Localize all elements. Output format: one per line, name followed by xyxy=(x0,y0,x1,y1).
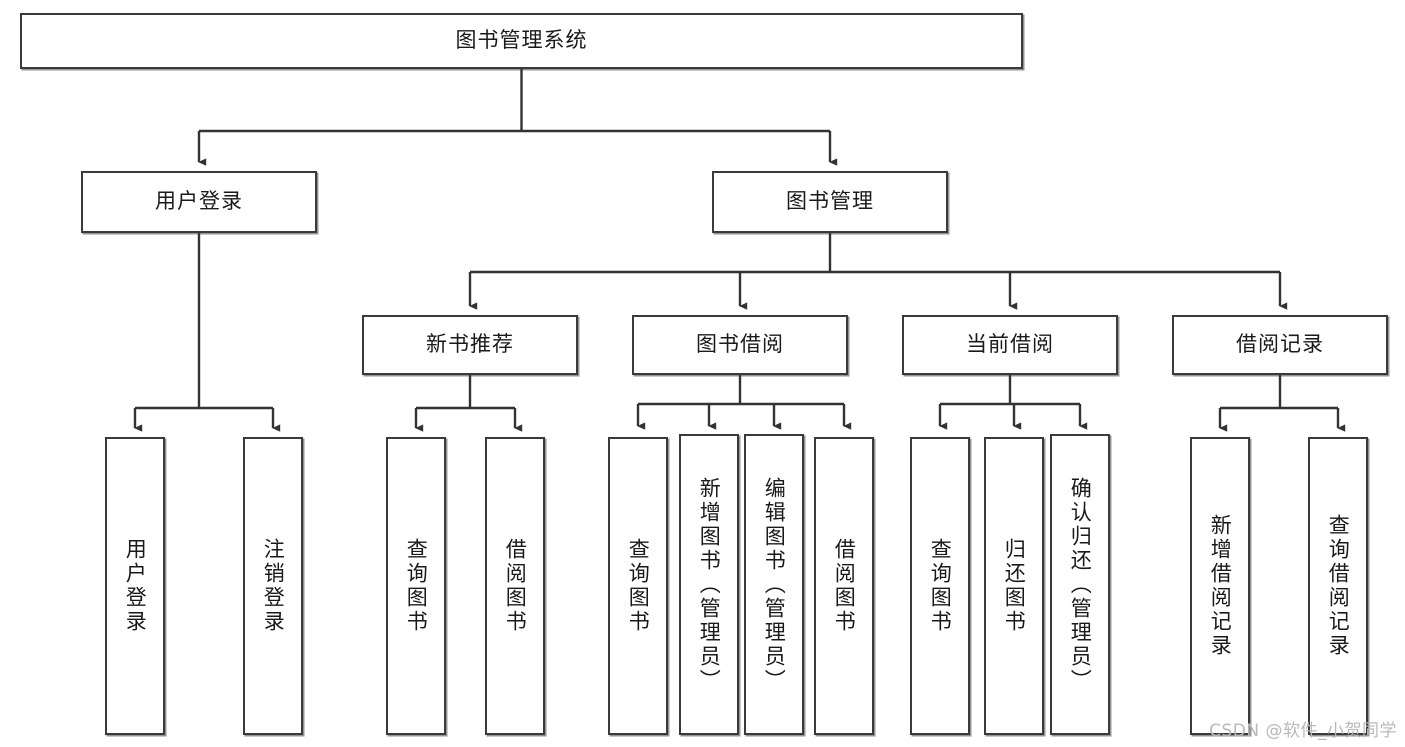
node-label: 查询图书 xyxy=(928,538,953,634)
leaf-logout[interactable]: 注销登录 xyxy=(243,437,303,735)
leaf-borrow-book[interactable]: 借阅图书 xyxy=(814,437,874,735)
leaf-borrow-book-recommend[interactable]: 借阅图书 xyxy=(485,437,545,735)
node-label: 归还图书 xyxy=(1002,538,1027,634)
node-label: 借阅记录 xyxy=(1236,332,1324,357)
node-label: 当前借阅 xyxy=(966,332,1054,357)
node-book-borrow[interactable]: 图书借阅 xyxy=(632,315,848,375)
node-label: 编辑图书（管理员） xyxy=(762,476,787,693)
leaf-query-book-recommend[interactable]: 查询图书 xyxy=(386,437,446,735)
node-new-book-recommend[interactable]: 新书推荐 xyxy=(362,315,578,375)
leaf-query-book-borrow[interactable]: 查询图书 xyxy=(608,437,668,735)
leaf-return-book[interactable]: 归还图书 xyxy=(984,437,1044,735)
node-borrow-record[interactable]: 借阅记录 xyxy=(1172,315,1388,375)
node-label: 图书管理系统 xyxy=(455,28,588,53)
node-root-system[interactable]: 图书管理系统 xyxy=(20,13,1023,69)
node-label: 图书管理 xyxy=(786,189,874,214)
leaf-query-book-current[interactable]: 查询图书 xyxy=(910,437,970,735)
node-label: 新书推荐 xyxy=(426,332,514,357)
node-user-login[interactable]: 用户登录 xyxy=(81,171,317,233)
leaf-edit-book-admin[interactable]: 编辑图书（管理员） xyxy=(744,434,804,735)
node-label: 用户登录 xyxy=(155,189,243,214)
leaf-add-book-admin[interactable]: 新增图书（管理员） xyxy=(679,434,739,735)
node-label: 图书借阅 xyxy=(696,332,784,357)
node-label: 用户登录 xyxy=(123,538,148,634)
node-label: 借阅图书 xyxy=(503,538,528,634)
leaf-confirm-return-admin[interactable]: 确认归还（管理员） xyxy=(1050,434,1110,735)
leaf-query-borrow-record[interactable]: 查询借阅记录 xyxy=(1308,437,1368,735)
leaf-user-login[interactable]: 用户登录 xyxy=(105,437,165,735)
node-label: 确认归还（管理员） xyxy=(1068,476,1093,693)
leaf-add-borrow-record[interactable]: 新增借阅记录 xyxy=(1190,437,1250,735)
node-label: 注销登录 xyxy=(261,538,286,634)
node-current-borrow[interactable]: 当前借阅 xyxy=(902,315,1118,375)
node-label: 新增借阅记录 xyxy=(1208,514,1233,658)
node-label: 新增图书（管理员） xyxy=(697,476,722,693)
node-label: 查询图书 xyxy=(626,538,651,634)
node-label: 查询借阅记录 xyxy=(1326,514,1351,658)
node-book-management[interactable]: 图书管理 xyxy=(712,171,948,233)
node-label: 借阅图书 xyxy=(832,538,857,634)
node-label: 查询图书 xyxy=(404,538,429,634)
